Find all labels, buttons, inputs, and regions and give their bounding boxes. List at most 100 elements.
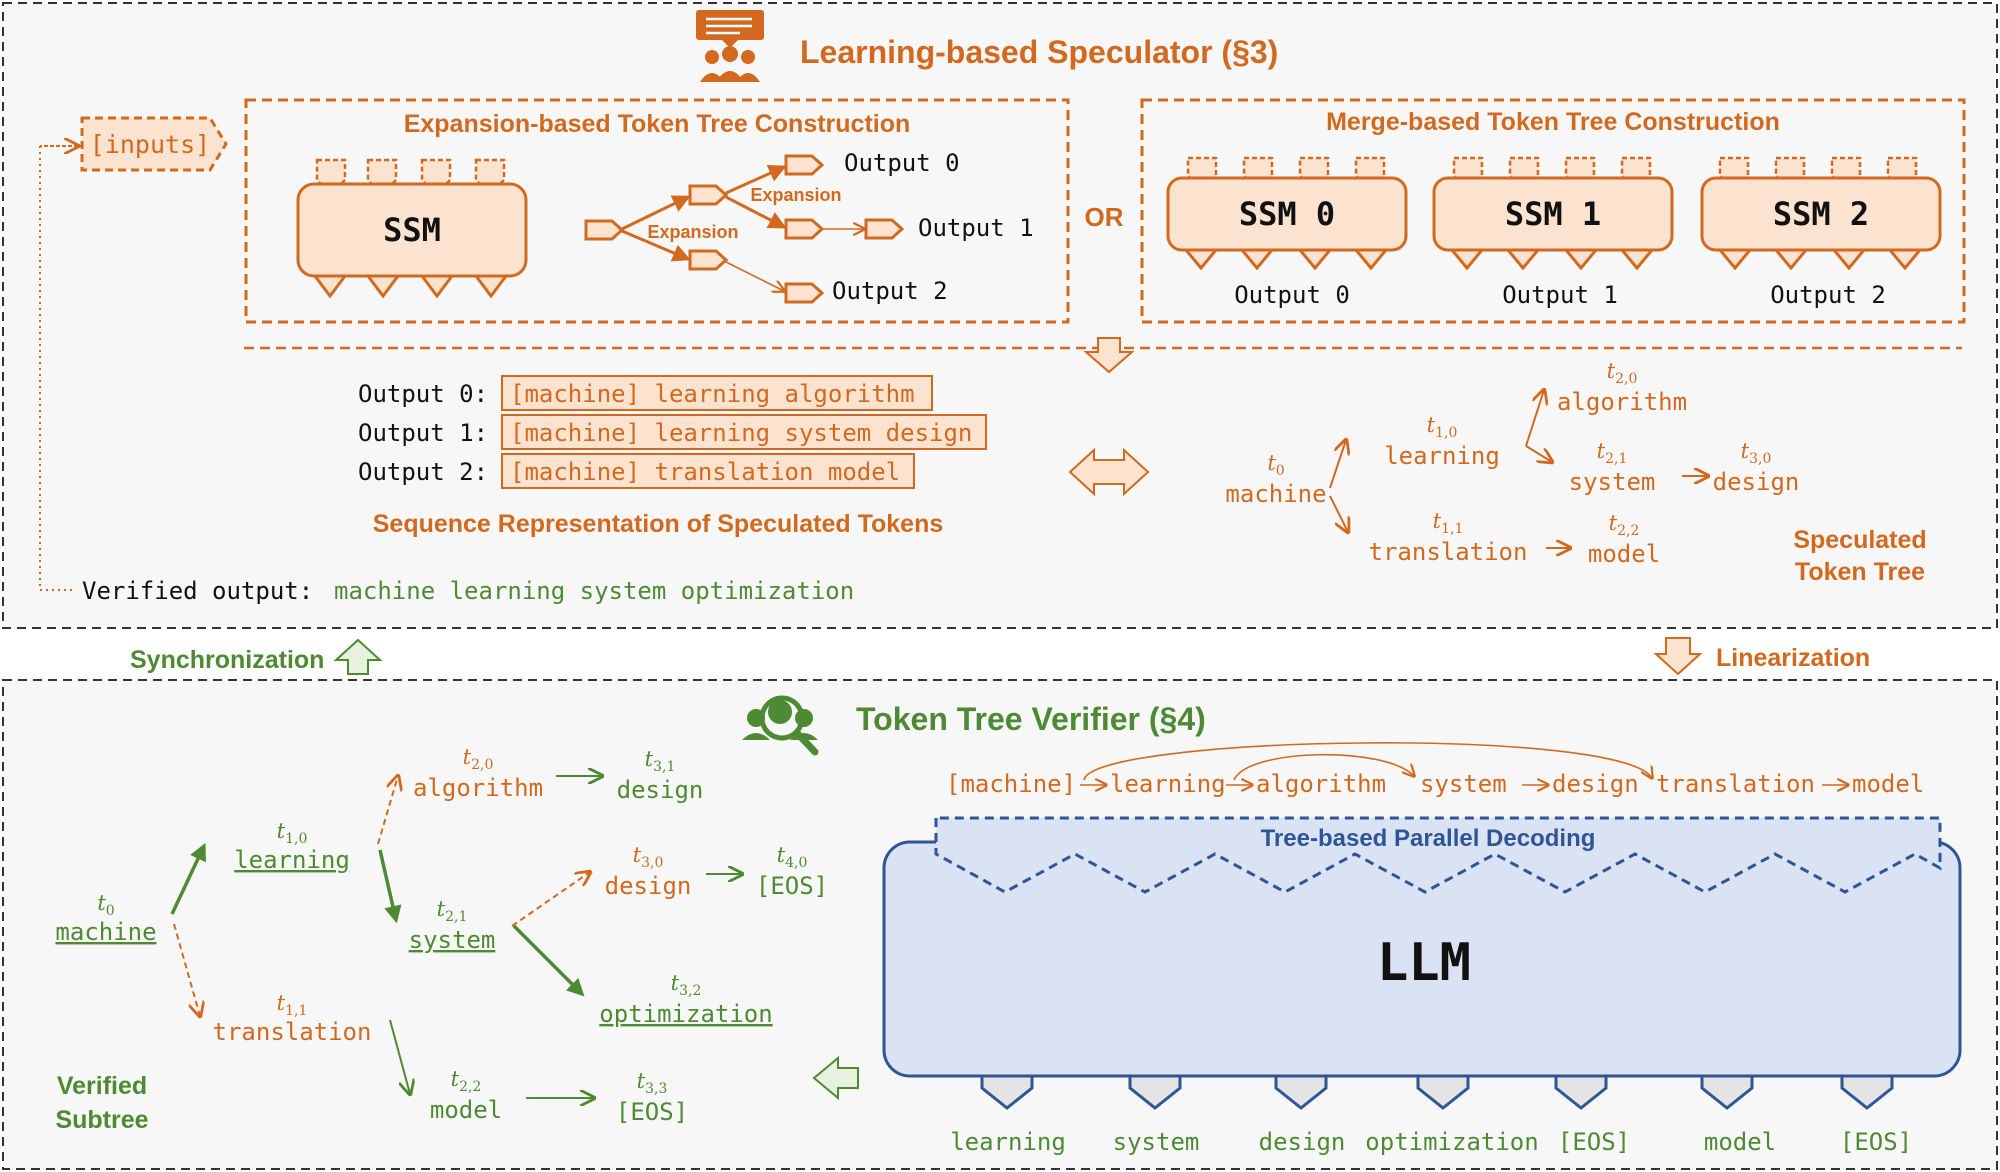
ssm-1-label: SSM 1 [1505, 195, 1601, 233]
ssm-0-block: SSM 0 Output 0 [1166, 156, 1408, 309]
svg-text:design: design [1713, 468, 1800, 496]
expansion-box-title: Expansion-based Token Tree Construction [404, 110, 911, 138]
verify-node-t11: t1,1 translation [213, 991, 372, 1046]
inputs-label: [inputs] [90, 130, 210, 159]
linear-token: learning [1110, 770, 1226, 798]
expansion-box [244, 98, 1070, 324]
ssm-1-block: SSM 1 Output 1 [1432, 156, 1674, 309]
merge-output-1: Output 1 [1502, 281, 1618, 309]
team-icon [696, 10, 764, 82]
linear-token: system [1420, 770, 1507, 798]
llm-output-token: system [1113, 1128, 1200, 1156]
up-arrow-icon [333, 638, 383, 675]
expansion-edge-label: Expansion [647, 222, 738, 242]
svg-text:t1,1: t1,1 [277, 991, 308, 1019]
llm-output-token: design [1259, 1128, 1346, 1156]
linear-token: [machine] [946, 770, 1076, 798]
spec-node-t30: t3,0 design [1713, 439, 1800, 496]
ssm-2-label: SSM 2 [1773, 195, 1869, 233]
sequence-list: Output 0: [machine] learning algorithm O… [358, 375, 987, 489]
ssm-2-block: SSM 2 Output 2 [1700, 156, 1942, 309]
sequence-box-1 [501, 414, 987, 450]
svg-text:t1,0: t1,0 [1427, 413, 1458, 441]
inputs-tag: [inputs] [80, 116, 228, 172]
svg-text:t0: t0 [1267, 451, 1284, 479]
down-arrow-icon [1653, 637, 1703, 676]
speculated-token-tree: t0 machine t1,0 learning t1,1 translatio… [1225, 359, 1799, 568]
subtree-caption-line-1: Verified [57, 1072, 147, 1100]
sequence-tokens-1: [machine] learning system design [510, 419, 972, 447]
spec-node-t20: t2,0 algorithm [1557, 359, 1687, 416]
sequence-caption: Sequence Representation of Speculated To… [373, 510, 944, 538]
spec-node-t0: t0 machine [1225, 451, 1326, 508]
svg-text:learning: learning [1384, 442, 1500, 470]
linear-token: design [1552, 770, 1639, 798]
subtree-caption-line-2: Subtree [55, 1106, 148, 1134]
ssm-label: SSM [383, 211, 441, 249]
svg-text:machine: machine [55, 918, 156, 946]
merge-output-0: Output 0 [1234, 281, 1350, 309]
llm-output-token: optimization [1365, 1128, 1538, 1156]
equivalence-double-arrow-icon [1068, 447, 1150, 497]
llm-output-token: model [1704, 1128, 1776, 1156]
linear-token: algorithm [1256, 770, 1386, 798]
linear-token: translation [1656, 770, 1815, 798]
svg-text:t2,0: t2,0 [1607, 359, 1638, 387]
verify-node-t32: t3,2 optimization [599, 971, 772, 1028]
svg-text:translation: translation [213, 1018, 372, 1046]
or-label: OR [1085, 202, 1124, 232]
expansion-output-0: Output 0 [844, 149, 960, 177]
svg-text:t0: t0 [97, 891, 114, 919]
svg-text:system: system [1569, 468, 1656, 496]
feedback-loop-line [39, 145, 82, 591]
svg-text:t3,0: t3,0 [633, 843, 664, 871]
svg-text:design: design [605, 872, 692, 900]
sequence-label-0: Output 0: [358, 380, 488, 408]
svg-text:t2,1: t2,1 [1597, 439, 1628, 467]
expansion-edge-label: Expansion [750, 185, 841, 205]
svg-text:t3,2: t3,2 [671, 971, 702, 999]
linearized-tokens: [machine] learning algorithm system desi… [946, 770, 1924, 798]
ssm-block: SSM [296, 158, 528, 299]
svg-text:[EOS]: [EOS] [616, 1098, 688, 1126]
verify-node-t33: t3,3 [EOS] [616, 1069, 688, 1126]
sequence-box-2 [501, 453, 915, 489]
svg-text:t4,0: t4,0 [777, 843, 808, 871]
svg-text:t1,0: t1,0 [277, 819, 308, 847]
svg-text:t3,3: t3,3 [637, 1069, 668, 1097]
spec-node-t11: t1,1 translation [1369, 509, 1528, 566]
verifier-title: Token Tree Verifier (§4) [856, 701, 1206, 737]
svg-text:t2,2: t2,2 [451, 1067, 482, 1095]
merge-box-title: Merge-based Token Tree Construction [1326, 108, 1780, 136]
svg-text:t2,1: t2,1 [437, 897, 468, 925]
speculated-tree-edges [1329, 390, 1708, 548]
svg-text:optimization: optimization [599, 1000, 772, 1028]
verify-node-t40: t4,0 [EOS] [756, 843, 828, 900]
svg-text:t2,0: t2,0 [463, 745, 494, 773]
llm-block: Tree-based Parallel Decoding LLM [882, 816, 1962, 1110]
svg-text:model: model [1588, 540, 1660, 568]
ssm-0-label: SSM 0 [1239, 195, 1335, 233]
verified-output-label: Verified output: [82, 577, 313, 605]
left-arrow-icon [812, 1055, 859, 1101]
sequence-label-1: Output 1: [358, 419, 488, 447]
spec-node-t10: t1,0 learning [1384, 413, 1500, 470]
linear-token: model [1852, 770, 1924, 798]
speculator-panel [2, 2, 1998, 629]
svg-text:translation: translation [1369, 538, 1528, 566]
verify-node-t30: t3,0 design [605, 843, 692, 900]
expansion-output-1: Output 1 [918, 214, 1034, 242]
svg-text:design: design [617, 776, 704, 804]
verify-node-t21: t2,1 system [409, 897, 496, 954]
synchronization-label: Synchronization [130, 646, 324, 674]
sequence-tokens-2: [machine] translation model [510, 458, 900, 486]
llm-output-token: learning [950, 1128, 1066, 1156]
sequence-tokens-0: [machine] learning algorithm [510, 380, 915, 408]
verify-node-t22: t2,2 model [430, 1067, 502, 1124]
expansion-output-2: Output 2 [832, 277, 948, 305]
spec-node-t22: t2,2 model [1588, 511, 1660, 568]
sequence-box-0 [501, 375, 933, 411]
svg-text:algorithm: algorithm [1557, 388, 1687, 416]
llm-outputs: learning system design optimization [EOS… [950, 1128, 1912, 1156]
